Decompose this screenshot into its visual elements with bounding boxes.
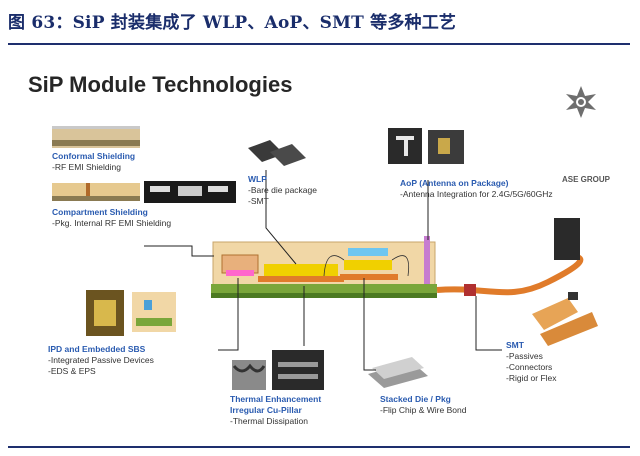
wlp-label: WLP -Bare die package -SMT — [248, 174, 317, 206]
stacked-die-image — [368, 357, 428, 388]
diagram-graphics — [52, 86, 598, 390]
slide-title: SiP Module Technologies — [28, 72, 293, 97]
wlp-chip-image — [248, 140, 306, 166]
ase-logo-text: ASE GROUP — [562, 175, 611, 184]
top-rule — [8, 43, 630, 45]
thermal-label: Thermal Enhancement Irregular Cu-Pillar … — [230, 394, 322, 426]
ipd-label: IPD and Embedded SBS -Integrated Passive… — [48, 344, 154, 376]
conformal-shielding-label: Conformal Shielding -RF EMI Shielding — [52, 151, 136, 172]
figure-title: 图 63：SiP 封装集成了 WLP、AoP、SMT 等多种工艺 — [8, 13, 457, 33]
callout-lines — [144, 170, 502, 371]
compartment-package-image — [52, 181, 236, 203]
smt-flex-image — [532, 292, 598, 346]
conformal-package-image — [52, 126, 140, 148]
slide: SiP Module Technologies — [8, 50, 630, 440]
smt-label: SMT -Passives -Connectors -Rigid or Flex — [506, 340, 557, 383]
flex-cable — [436, 218, 584, 296]
stacked-die-label: Stacked Die / Pkg -Flip Chip & Wire Bond — [380, 394, 467, 415]
aop-package-image — [388, 128, 464, 164]
sip-module-cross-section — [211, 236, 437, 298]
bottom-rule — [8, 446, 630, 448]
compartment-shielding-label: Compartment Shielding -Pkg. Internal RF … — [52, 207, 172, 228]
thermal-image — [232, 350, 324, 390]
aop-label: AoP (Antenna on Package) -Antenna Integr… — [400, 178, 553, 199]
ase-logo-icon — [566, 86, 596, 118]
ipd-image — [86, 290, 176, 336]
